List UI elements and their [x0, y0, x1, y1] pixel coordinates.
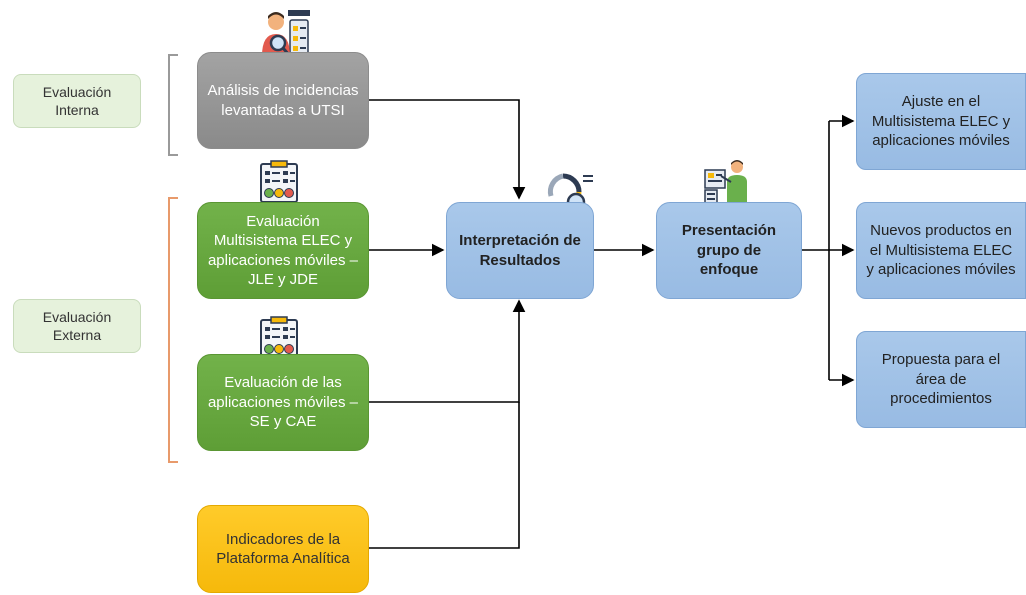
multisystem-evaluation-text: Evaluación Multisistema ELEC y aplicacio… — [207, 212, 359, 289]
results-interpretation-text: Interpretación de Resultados — [459, 232, 581, 269]
connector-apps — [369, 299, 526, 403]
connector-indicators — [369, 402, 520, 549]
analytics-indicators-box: Indicadores de la Plataforma Analítica — [197, 505, 369, 593]
checklist-icon — [260, 160, 298, 203]
internal-evaluation-label: Evaluación Interna — [13, 74, 141, 128]
new-products-outcome-text: Nuevos productos en el Multisistema ELEC… — [866, 222, 1016, 279]
incidents-analysis-text: Análisis de incidencias levantadas a UTS… — [207, 82, 359, 119]
internal-evaluation-text: Evaluación Interna — [42, 83, 112, 118]
results-interpretation-box: Interpretación de Resultados — [446, 202, 594, 299]
external-bracket — [168, 197, 178, 463]
incidents-analysis-box: Análisis de incidencias levantadas a UTS… — [197, 52, 369, 149]
connector-incidents — [369, 99, 526, 200]
analyst-icon — [262, 10, 310, 57]
analytics-indicators-text: Indicadores de la Plataforma Analítica — [216, 530, 350, 568]
external-evaluation-label: Evaluación Externa — [13, 299, 141, 353]
focus-group-presentation-box: Presentación grupo de enfoque — [656, 202, 802, 299]
new-products-outcome-box: Nuevos productos en el Multisistema ELEC… — [856, 202, 1026, 299]
adjustment-outcome-box: Ajuste en el Multisistema ELEC y aplicac… — [856, 73, 1026, 170]
multisystem-evaluation-box: Evaluación Multisistema ELEC y aplicacio… — [197, 202, 369, 299]
presenter-icon — [704, 160, 747, 205]
external-evaluation-text: Evaluación Externa — [42, 308, 112, 343]
adjustment-outcome-text: Ajuste en el Multisistema ELEC y aplicac… — [871, 93, 1011, 150]
focus-group-presentation-text: Presentación grupo de enfoque — [681, 222, 777, 279]
procedures-proposal-text: Propuesta para el área de procedimientos — [881, 351, 1001, 408]
procedures-proposal-box: Propuesta para el área de procedimientos — [856, 331, 1026, 428]
apps-evaluation-text: Evaluación de las aplicaciones móviles –… — [207, 374, 359, 431]
internal-bracket — [168, 54, 178, 156]
apps-evaluation-box: Evaluación de las aplicaciones móviles –… — [197, 354, 369, 451]
